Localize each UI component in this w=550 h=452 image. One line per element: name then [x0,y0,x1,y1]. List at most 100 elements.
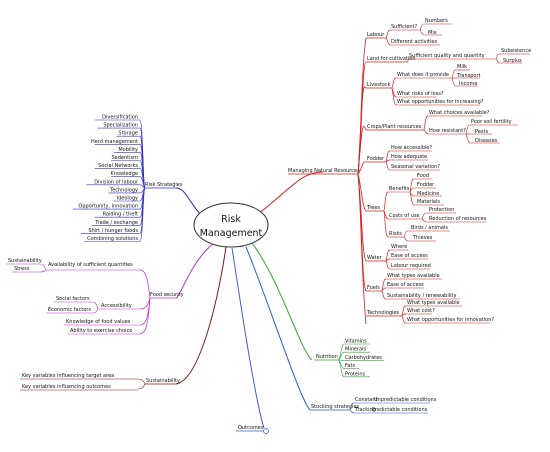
node-sustainability[interactable]: Sustainability [146,378,180,384]
strategy-item[interactable]: Ideology [117,196,138,202]
node-trees-thieves[interactable]: Thieves [412,235,433,241]
strategy-item[interactable]: Opportunity, innovation [78,204,138,210]
node-livestock-milk[interactable]: Milk [457,64,467,70]
strategy-item[interactable]: Division of labour [94,179,139,185]
node-tech-cost[interactable]: What cost? [407,308,435,314]
strategy-item[interactable]: Specialization [103,123,138,129]
node-water-labour[interactable]: Labour required [391,263,431,269]
node-stocking-tracking[interactable]: Tracking [354,407,376,413]
node-food-accessibility[interactable]: Accessibility [101,303,132,309]
node-trees-medicine[interactable]: Medicine [417,191,439,197]
node-crops-diseases[interactable]: Diseases [475,138,498,144]
connector-stocking [245,246,311,411]
strategy-item[interactable]: Combining solutions [87,236,138,242]
node-risk-strategies[interactable]: Risk Strategies [145,182,183,188]
node-food-stress[interactable]: Stress [14,266,30,272]
node-water[interactable]: Water [367,255,383,261]
central-ellipse [193,202,269,248]
node-fodder-accessible[interactable]: How accessible? [391,145,432,151]
strategy-item[interactable]: Storage [118,131,138,137]
node-livestock-opportunities[interactable]: What opportunities for increasing? [397,99,484,105]
central-node[interactable]: Risk Management [193,202,269,248]
node-sustain-outcomes[interactable]: Key variables influencing outcomes [22,384,111,390]
node-outcomes[interactable]: Outcomes [238,425,264,431]
strategy-item[interactable]: Sedentism [112,155,139,161]
node-trees-benefits[interactable]: Benefits [389,186,410,192]
nutrition-item[interactable]: Carbohydrates [345,355,382,361]
node-fodder-adequate[interactable]: How adequate [391,154,427,160]
node-tech-types[interactable]: What types available [407,300,460,306]
node-trees-fodder[interactable]: Fodder [417,182,435,188]
node-fuels-sustain[interactable]: Sustainability / renewability [387,293,456,299]
node-tech-innovation[interactable]: What opportunities for innovation? [407,317,494,323]
node-labour[interactable]: Labour [367,32,385,38]
node-food-economic[interactable]: Economic factors [48,307,91,313]
strategy-item[interactable]: Raiding / theft [103,212,138,218]
node-fodder[interactable]: Fodder [367,156,385,162]
node-stocking[interactable]: Stocking strategies [311,404,360,410]
node-stocking-constant[interactable]: Constant [355,397,378,403]
strategy-item[interactable]: Knowledge [111,171,139,177]
node-water-where[interactable]: Where [391,244,407,250]
nutrition-item[interactable]: Fats [345,363,355,369]
node-trees-costs[interactable]: Costs of use [389,213,420,219]
node-land-subsistence[interactable]: Subsistence [501,48,531,54]
node-trees-reduction[interactable]: Reduction of resources [429,216,487,222]
node-stocking-unpredictable[interactable]: Unpredictable conditions [374,397,437,403]
node-trees-protection[interactable]: Protection [429,207,454,213]
node-fuels[interactable]: Fuels [367,285,380,291]
branch-nutrition: Nutrition VitaminsMineralsCarbohydratesF… [314,339,384,377]
nutrition-item[interactable]: Vitamins [345,339,367,345]
connector-food [175,242,215,299]
strategy-item[interactable]: Shirt / hunger foods [88,228,138,234]
node-trees-food[interactable]: Food [417,173,429,179]
node-land-surplus[interactable]: Surplus [503,58,522,64]
node-labour-mix[interactable]: Mix [428,30,437,36]
node-sustain-target[interactable]: Key variables influencing target area [22,373,114,379]
node-fuels-ease[interactable]: Ease of access [387,282,424,288]
nutrition-item[interactable]: Minerals [345,347,366,353]
strategy-item[interactable]: Herd management [91,139,138,145]
strategy-item[interactable]: Technology [109,187,138,193]
node-trees-risks[interactable]: Risks [389,231,402,237]
node-trees[interactable]: Trees [366,205,380,211]
node-water-ease[interactable]: Ease of access [391,253,428,259]
node-nutrition[interactable]: Nutrition [316,354,338,360]
outcomes-collapse-icon[interactable] [263,428,269,434]
node-stocking-predictable[interactable]: Predictable conditions [372,407,428,413]
node-food-social[interactable]: Social factors [56,296,90,302]
node-food-knowledge[interactable]: Knowledge of food values [66,319,131,325]
node-livestock-provide[interactable]: What does it provide [397,72,449,78]
node-labour-numbers[interactable]: Numbers [425,18,448,24]
node-labour-sufficient[interactable]: Sufficient? [391,24,418,30]
node-food-security[interactable]: Food security [150,292,184,298]
node-trees-birds[interactable]: Birds / animals [411,225,448,231]
node-fodder-seasonal[interactable]: Seasonal variation? [391,164,440,170]
strategy-item[interactable]: Mobility [118,147,138,153]
node-livestock-risks[interactable]: What risks of loss? [397,91,444,97]
node-crops-resistant[interactable]: How resistant? [429,128,466,134]
node-land-quality[interactable]: Sufficient quality and quantity [409,53,485,59]
node-livestock-income[interactable]: Income [459,81,477,87]
node-trees-materials[interactable]: Materials [417,199,440,205]
node-labour-different[interactable]: Different activities [391,39,437,45]
strategy-item[interactable]: Social Networks [98,163,138,169]
node-food-ability[interactable]: Ability to exercise choice [70,328,132,334]
nutrition-item[interactable]: Proteins [345,371,366,377]
node-fuels-types[interactable]: What types available [387,273,440,279]
node-food-sustainability[interactable]: Sustainability [8,258,42,264]
node-crops-soil[interactable]: Poor soil fertility [471,119,512,125]
node-crops-choices[interactable]: What choices available? [429,110,490,116]
node-crops-pests[interactable]: Pests [475,129,488,135]
node-crops[interactable]: Crops/Plant resources [367,124,422,130]
node-livestock-transport[interactable]: Transport [456,73,481,79]
strategy-item[interactable]: Diversification [102,115,138,121]
node-livestock[interactable]: Livestock [367,82,391,88]
node-land[interactable]: Land for cultivation [367,56,416,62]
node-natural-resources[interactable]: Managing Natural Resources [288,168,360,174]
node-food-availability[interactable]: Availability of sufficient quantities [48,262,133,268]
strategy-item[interactable]: Trade / exchange [94,220,138,226]
node-tech[interactable]: Technologies [366,310,400,316]
branch-outcomes: Outcomes [236,425,269,434]
